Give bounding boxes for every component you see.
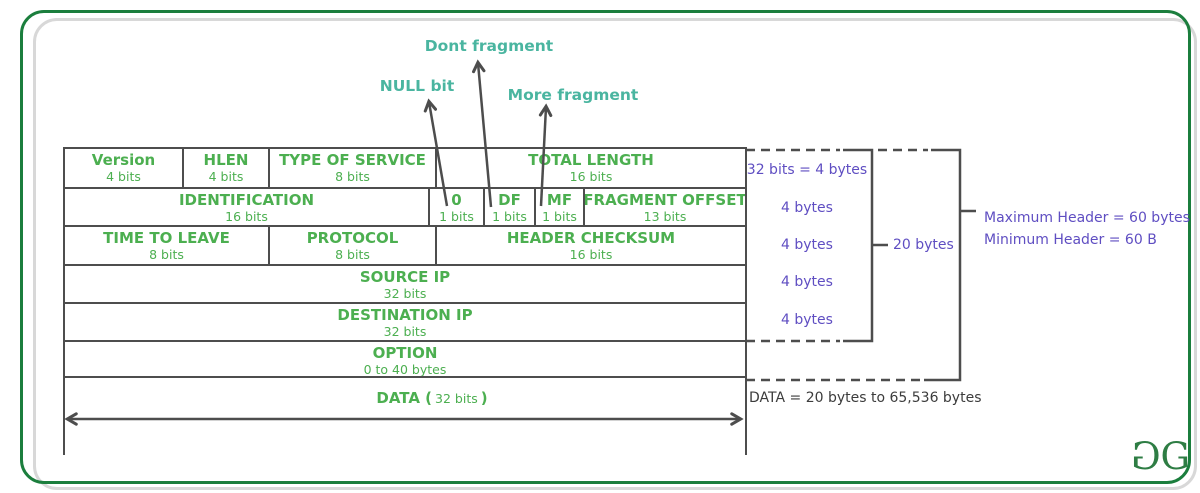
cell-fragment-offset: FRAGMENT OFFSET 13 bits: [585, 189, 745, 225]
cell-protocol: PROTOCOL 8 bits: [270, 227, 437, 264]
label-dont-fragment: Dont fragment: [424, 37, 554, 55]
cell-protocol-label: PROTOCOL: [306, 229, 399, 247]
cell-option: OPTION 0 to 40 bytes: [65, 342, 745, 376]
cell-total-length-sub: 16 bits: [569, 169, 613, 184]
cell-header-checksum-sub: 16 bits: [569, 247, 613, 262]
cell-data: DATA (32 bits): [332, 388, 532, 407]
row4-bytes-label: 4 bytes: [781, 274, 833, 290]
cell-option-sub: 0 to 40 bytes: [363, 362, 447, 376]
cell-zero-bit-label: 0: [451, 191, 462, 209]
cell-destination-ip-sub: 32 bits: [383, 324, 427, 339]
cell-hlen-sub: 4 bits: [208, 169, 244, 184]
label-null-bit: NULL bit: [379, 77, 455, 95]
cell-data-sub: 32 bits: [435, 391, 478, 406]
cell-time-to-leave-sub: 8 bits: [149, 247, 184, 262]
cell-zero-bit-sub: 1 bits: [439, 209, 474, 224]
cell-hlen-label: HLEN: [203, 151, 249, 169]
cell-source-ip: SOURCE IP 32 bits: [65, 266, 745, 302]
cell-destination-ip: DESTINATION IP 32 bits: [65, 304, 745, 340]
cell-identification: IDENTIFICATION 16 bits: [65, 189, 430, 225]
cell-version: Version 4 bits: [65, 149, 184, 187]
logo-mirrored-g: G: [1132, 434, 1161, 478]
twenty-bytes-label: 20 bytes: [893, 237, 954, 253]
frame-border: [20, 10, 1191, 484]
cell-source-ip-sub: 32 bits: [383, 286, 427, 301]
row3-bytes-label: 4 bytes: [781, 237, 833, 253]
table-row-5: DESTINATION IP 32 bits: [65, 304, 745, 342]
cell-type-of-service: TYPE OF SERVICE 8 bits: [270, 149, 437, 187]
cell-mf-bit-sub: 1 bits: [542, 209, 577, 224]
cell-df-bit-sub: 1 bits: [492, 209, 527, 224]
cell-hlen: HLEN 4 bits: [184, 149, 270, 187]
cell-df-bit-label: DF: [498, 191, 521, 209]
ip-header-table: Version 4 bits HLEN 4 bits TYPE OF SERVI…: [63, 147, 747, 455]
table-row-1: Version 4 bits HLEN 4 bits TYPE OF SERVI…: [65, 149, 745, 189]
row5-bytes-label: 4 bytes: [781, 312, 833, 328]
cell-version-label: Version: [91, 151, 156, 169]
cell-header-checksum-label: HEADER CHECKSUM: [506, 229, 676, 247]
cell-mf-bit: MF 1 bits: [536, 189, 585, 225]
min-header-label: Minimum Header = 60 B: [984, 232, 1157, 248]
cell-fragment-offset-sub: 13 bits: [643, 209, 687, 224]
cell-total-length: TOTAL LENGTH 16 bits: [437, 149, 745, 187]
cell-data-label-suffix: ): [480, 389, 488, 407]
row2-bytes-label: 4 bytes: [781, 200, 833, 216]
table-row-3: TIME TO LEAVE 8 bits PROTOCOL 8 bits HEA…: [65, 227, 745, 266]
label-more-fragment: More fragment: [507, 86, 639, 104]
cell-type-of-service-label: TYPE OF SERVICE: [279, 151, 426, 169]
table-row-6: OPTION 0 to 40 bytes: [65, 342, 745, 378]
cell-source-ip-label: SOURCE IP: [359, 268, 451, 286]
cell-destination-ip-label: DESTINATION IP: [337, 306, 473, 324]
cell-time-to-leave-label: TIME TO LEAVE: [103, 229, 230, 247]
cell-fragment-offset-label: FRAGMENT OFFSET: [585, 191, 745, 209]
cell-time-to-leave: TIME TO LEAVE 8 bits: [65, 227, 270, 264]
cell-header-checksum: HEADER CHECKSUM 16 bits: [437, 227, 745, 264]
cell-data-label: DATA (: [376, 389, 433, 407]
cell-identification-sub: 16 bits: [225, 209, 268, 224]
cell-protocol-sub: 8 bits: [335, 247, 370, 262]
cell-zero-bit: 0 1 bits: [430, 189, 485, 225]
cell-type-of-service-sub: 8 bits: [335, 169, 370, 184]
max-header-label: Maximum Header = 60 bytes: [984, 210, 1190, 226]
cell-version-sub: 4 bits: [106, 169, 141, 184]
cell-identification-label: IDENTIFICATION: [178, 191, 315, 209]
row1-bytes-label: 32 bits = 4 bytes: [746, 162, 868, 178]
logo-g: G: [1160, 434, 1190, 478]
frame-shadow: [33, 18, 1197, 490]
cell-total-length-label: TOTAL LENGTH: [528, 151, 654, 169]
table-row-4: SOURCE IP 32 bits: [65, 266, 745, 304]
table-row-2: IDENTIFICATION 16 bits 0 1 bits DF 1 bit…: [65, 189, 745, 227]
cell-df-bit: DF 1 bits: [485, 189, 536, 225]
data-range-note: DATA = 20 bytes to 65,536 bytes: [749, 390, 982, 406]
cell-option-label: OPTION: [372, 344, 438, 362]
cell-mf-bit-label: MF: [546, 191, 573, 209]
